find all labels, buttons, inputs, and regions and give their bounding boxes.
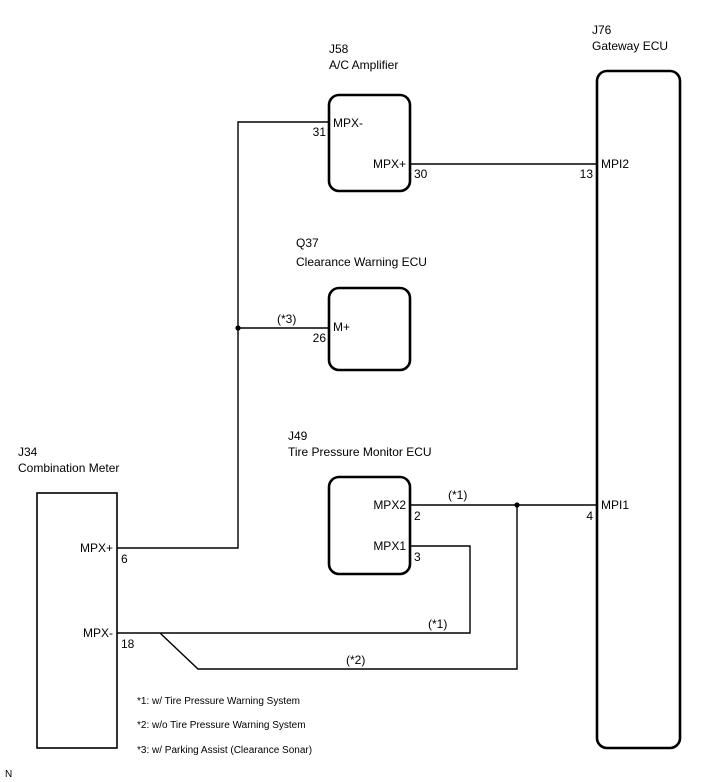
a-c-amplifier-box	[327, 93, 412, 193]
a-c-amplifier-name: A/C Amplifier	[329, 58, 398, 72]
a-c-amplifier-code: J58	[329, 42, 349, 56]
combination-meter-name: Combination Meter	[18, 461, 119, 475]
note-gateway-to-meter: (*2)	[346, 653, 365, 667]
terminal-label-tp-mpx2: MPX2	[373, 498, 406, 512]
gateway-ecu-name: Gateway ECU	[592, 39, 668, 53]
pin-ac-30: 30	[414, 167, 428, 181]
wire-mpx-bus	[117, 121, 329, 549]
pin-ac-31: 31	[313, 125, 327, 139]
clearance-warning-ecu-code: Q37	[296, 236, 319, 250]
wire-gateway-to-meter	[159, 505, 518, 670]
note-tp-to-meter: (*1)	[428, 617, 447, 631]
wire-tp-to-meter	[117, 545, 471, 634]
terminal-label-ac-mpx-minus: MPX-	[333, 116, 363, 130]
corner-mark: N	[5, 769, 12, 780]
clearance-warning-ecu-box	[327, 286, 412, 372]
gateway-ecu-code: J76	[592, 23, 612, 37]
tire-pressure-monitor-ecu-box	[327, 475, 412, 576]
pin-tp-3: 3	[414, 550, 421, 564]
pin-gw-13: 13	[580, 167, 594, 181]
terminal-label-cw-m-plus: M+	[333, 320, 350, 334]
gateway-ecu-box	[595, 69, 682, 750]
pin-tp-2: 2	[414, 509, 421, 523]
pin-gw-4: 4	[586, 509, 593, 523]
terminal-label-cm-mpx-plus: MPX+	[80, 541, 113, 555]
tire-pressure-monitor-ecu-code: J49	[288, 429, 308, 443]
terminal-label-cm-mpx-minus: MPX-	[83, 626, 113, 640]
note-tp-to-gateway: (*1)	[448, 488, 467, 502]
footnote-3: *3: w/ Parking Assist (Clearance Sonar)	[137, 745, 312, 756]
combination-meter-code: J34	[18, 445, 38, 459]
junction-dot	[514, 502, 520, 508]
terminal-label-gw-mpi1: MPI1	[601, 498, 629, 512]
terminal-label-ac-mpx-plus: MPX+	[373, 157, 406, 171]
pin-cm-18: 18	[121, 637, 135, 651]
tire-pressure-monitor-ecu-name: Tire Pressure Monitor ECU	[288, 445, 432, 459]
terminal-label-gw-mpi2: MPI2	[601, 157, 629, 171]
junction-dot	[235, 325, 241, 331]
combination-meter-box	[36, 492, 118, 749]
footnote-2: *2: w/o Tire Pressure Warning System	[137, 720, 306, 731]
clearance-warning-ecu-name: Clearance Warning ECU	[296, 255, 427, 269]
terminal-label-tp-mpx1: MPX1	[373, 539, 406, 553]
pin-cw-26: 26	[313, 331, 327, 345]
note-to-clearance: (*3)	[277, 312, 296, 326]
pin-cm-6: 6	[121, 552, 128, 566]
footnote-1: *1: w/ Tire Pressure Warning System	[137, 696, 300, 707]
